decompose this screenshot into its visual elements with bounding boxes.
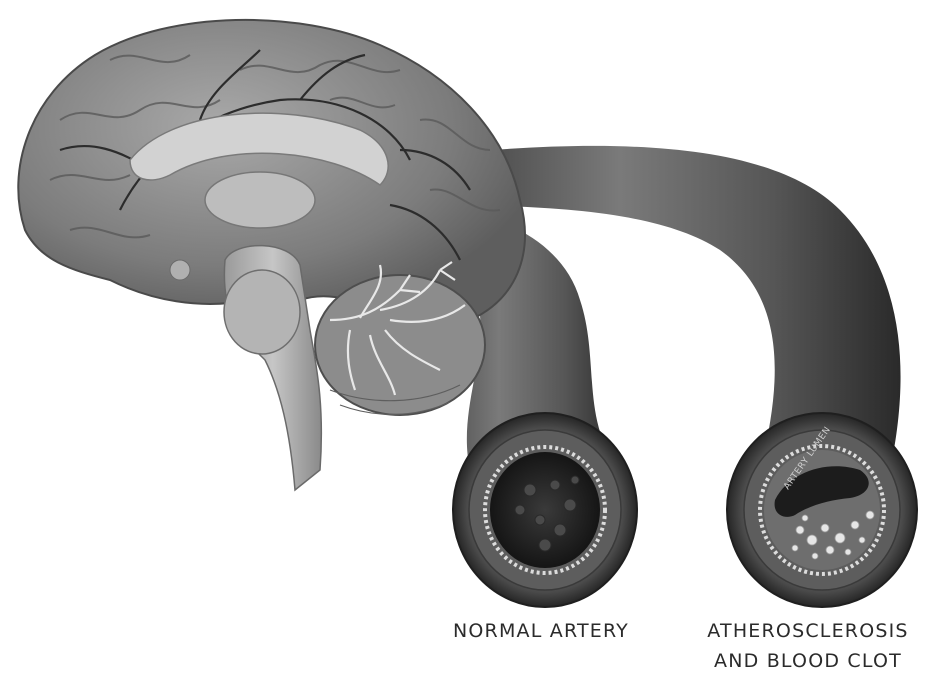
caption-atherosclerosis-line2: AND BLOOD CLOT bbox=[692, 646, 924, 676]
thalamus bbox=[205, 172, 315, 228]
normal-artery-cross-section bbox=[453, 413, 637, 607]
brain-sagittal-section bbox=[18, 20, 525, 490]
pituitary-gland bbox=[170, 260, 190, 280]
caption-atherosclerosis-line1: ATHEROSCLEROSIS bbox=[692, 616, 924, 646]
atherosclerosis-artery-cross-section: ARTERY LUMEN bbox=[727, 413, 917, 607]
caption-normal-artery-text: NORMAL ARTERY bbox=[453, 620, 629, 642]
caption-normal-artery: NORMAL ARTERY bbox=[436, 616, 646, 646]
caption-atherosclerosis: ATHEROSCLEROSIS AND BLOOD CLOT bbox=[692, 616, 924, 676]
pons bbox=[224, 270, 300, 354]
